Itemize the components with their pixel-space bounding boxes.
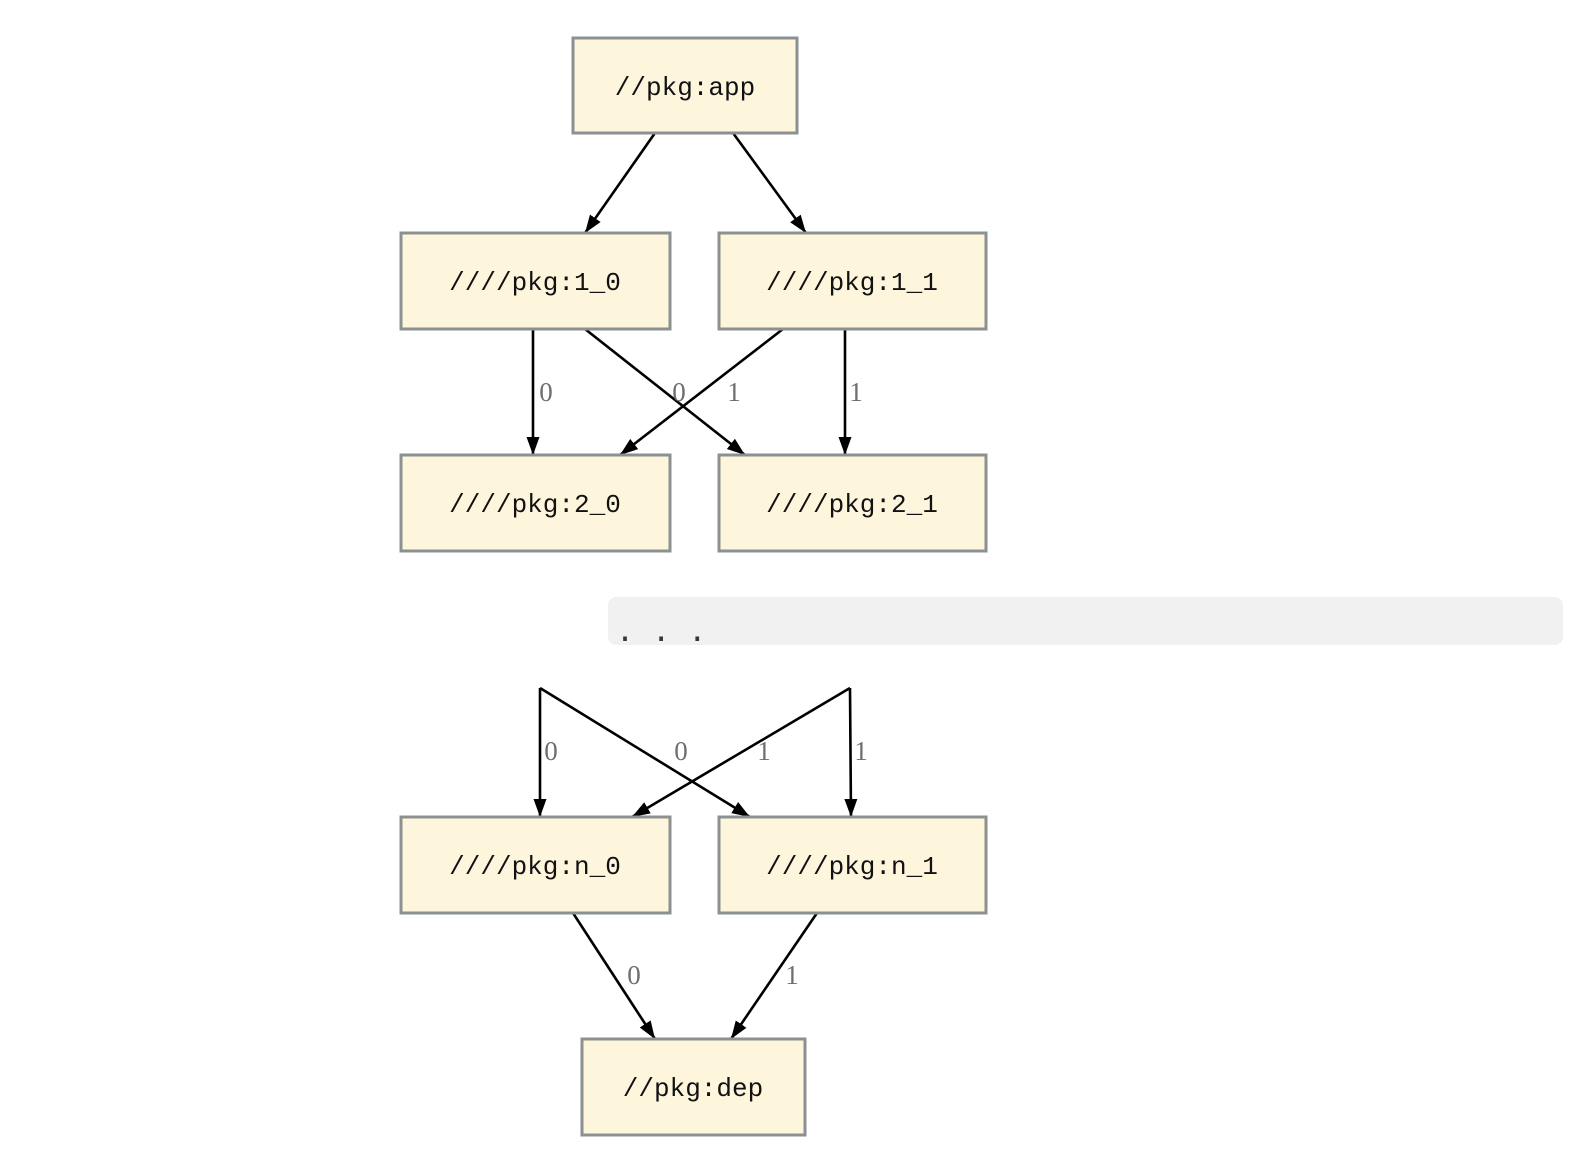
edge-hidden1-to-n_0	[631, 686, 851, 819]
nodes: //pkg:app ////pkg:1_0 ////pkg:1_1 ////pk…	[399, 36, 988, 1137]
edge-label-hidden0-n_0: 0	[544, 736, 558, 766]
node-1_0: ////pkg:1_0	[399, 231, 672, 331]
node-app: //pkg:app	[571, 36, 799, 135]
edge-1_0-to-2_1	[584, 327, 746, 457]
node-1_1-box	[717, 231, 988, 331]
node-1_0-label: ////pkg:1_0	[449, 268, 621, 298]
edge-label-1_0-2_0: 0	[539, 377, 553, 407]
edge-label-1_0-2_1: 0	[672, 377, 686, 407]
node-2_1-label: ////pkg:2_1	[766, 490, 938, 520]
node-2_0: ////pkg:2_0	[399, 453, 672, 553]
node-n_1-label: ////pkg:n_1	[766, 852, 938, 882]
edge-n_0-to-dep	[571, 912, 657, 1040]
node-n_0-box	[399, 815, 672, 915]
node-dep: //pkg:dep	[580, 1037, 807, 1137]
node-app-label: //pkg:app	[615, 73, 755, 103]
edge-1_1-to-2_0	[619, 327, 784, 457]
node-2_1: ////pkg:2_1	[717, 453, 988, 553]
node-dep-label: //pkg:dep	[623, 1074, 763, 1104]
edge-label-n_0-dep: 0	[627, 960, 641, 990]
edge-n_1-to-dep	[729, 912, 819, 1040]
node-app-box	[571, 36, 799, 135]
edge-label-hidden0-n_1: 0	[674, 736, 688, 766]
edge-label-1_1-2_1: 1	[849, 377, 863, 407]
node-n_1-box	[717, 815, 988, 915]
edge-label-n_1-dep: 1	[785, 960, 799, 990]
node-1_1-label: ////pkg:1_1	[766, 268, 938, 298]
node-1_1: ////pkg:1_1	[717, 231, 988, 331]
node-dep-box	[580, 1037, 807, 1137]
node-2_0-box	[399, 453, 672, 553]
node-2_0-label: ////pkg:2_0	[449, 490, 621, 520]
edge-hidden1-to-n_1	[844, 687, 858, 818]
edge-label-hidden1-n_1: 1	[854, 736, 868, 766]
edge-app-to-1_1	[731, 132, 808, 234]
edges	[526, 132, 858, 1040]
edge-hidden0-to-n_1	[539, 686, 751, 819]
node-n_1: ////pkg:n_1	[717, 815, 988, 915]
node-2_1-box	[717, 453, 988, 553]
edge-label-1_1-2_0: 1	[727, 377, 741, 407]
node-n_0: ////pkg:n_0	[399, 815, 672, 915]
ellipsis-band: . . .	[608, 597, 1563, 649]
node-1_0-box	[399, 231, 672, 331]
edge-labels: 0 0 1 1 0 0 1 1 0 1	[539, 377, 868, 990]
edge-app-to-1_0	[583, 132, 657, 234]
node-n_0-label: ////pkg:n_0	[449, 852, 621, 882]
ellipsis-band-background	[608, 597, 1563, 645]
ellipsis-text: . . .	[616, 614, 706, 649]
edge-label-hidden1-n_0: 1	[757, 736, 771, 766]
